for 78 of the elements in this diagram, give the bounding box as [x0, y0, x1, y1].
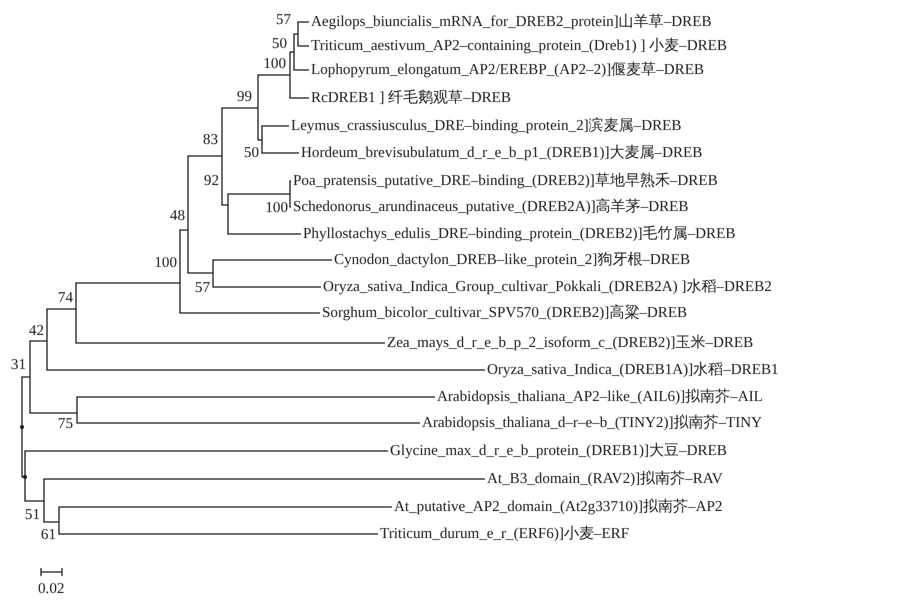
tree-branch — [58, 522, 378, 535]
taxon-label: Schedonorus_arundinaceus_putative_(DREB2A)]高羊茅–DREB — [293, 198, 688, 216]
taxon-label: At_B3_domain_(RAV2)]拟南芥–RAV — [487, 470, 723, 488]
tree-branch — [187, 155, 222, 230]
tree-branch — [29, 377, 77, 414]
taxon-label: Sorghum_bicolor_cultivar_SPV570_(DREB2)]高粱–DREB — [322, 304, 688, 322]
tree-branch — [297, 34, 309, 47]
tree-branch — [261, 140, 299, 154]
taxon-label: Zea_mays_d_r_e_b_p_2_isoform_c_(DREB2)]玉米–DREB — [387, 334, 754, 352]
tree-branch — [76, 396, 435, 413]
taxon-label: Cynodon_dactylon_DREB–like_protein_2]狗牙根–DREB — [334, 251, 690, 269]
bootstrap-value: 42 — [26, 322, 48, 342]
tree-branch — [76, 413, 420, 424]
bootstrap-value: 61 — [38, 521, 60, 544]
taxon-label: At_putative_AP2_domain_(At2g33710)]拟南芥–AP2 — [394, 498, 722, 516]
tree-branch — [297, 21, 309, 34]
taxon-label: Glycine_max_d_r_e_b_protein_(DREB1)]大豆–DREB — [390, 442, 727, 460]
tree-branch — [293, 33, 298, 52]
bootstrap-value: 99 — [234, 88, 259, 109]
tree-branch — [46, 308, 76, 341]
taxon-label: Aegilops_biuncialis_mRNA_for_DREB2_protein]山羊草–DREB — [311, 13, 712, 31]
bootstrap-value: 57 — [192, 272, 214, 297]
bootstrap-value: 50 — [269, 35, 295, 53]
tree-branch — [179, 283, 320, 314]
bootstrap-value: 57 — [273, 11, 299, 35]
bootstrap-value: 92 — [201, 172, 229, 206]
bootstrap-value: 100 — [151, 254, 181, 284]
taxon-label: Hordeum_brevisubulatum_d_r_e_b_p1_(DREB1)]大麦属–DREB — [301, 144, 702, 162]
tree-branch — [21, 427, 25, 478]
tree-branch — [24, 450, 388, 477]
bootstrap-value: 75 — [55, 412, 78, 433]
tree-branch — [257, 74, 290, 108]
tree-branch — [289, 51, 294, 75]
taxon-label: Poa_pratensis_putative_DRE–binding_(DREB2)]草地早熟禾–DREB — [293, 172, 718, 190]
tree-branch — [58, 506, 392, 522]
tree-branch — [289, 75, 309, 99]
taxon-label: Oryza_sativa_Indica_(DREB1A)]水稻–DREB1 — [487, 361, 779, 379]
tree-branch — [221, 107, 258, 156]
taxon-label: Arabidopsis_thaliana_AP2–like_(AIL6)]拟南芥–AIL — [437, 388, 763, 406]
bootstrap-value: 83 — [200, 131, 223, 157]
branch-point — [20, 425, 24, 429]
taxon-label: Phyllostachys_edulis_DRE–binding_protein_(DREB2)]毛竹属–DREB — [303, 225, 736, 243]
tree-branch — [212, 259, 332, 273]
tree-branch — [187, 230, 213, 274]
bootstrap-value: 100 — [262, 193, 291, 217]
tree-branch — [43, 501, 59, 523]
tree-branch — [227, 193, 290, 205]
tree-branch — [43, 478, 485, 501]
tree-branch — [46, 341, 485, 371]
tree-branch — [293, 52, 309, 71]
tree-branch — [24, 477, 44, 502]
tree-branch — [257, 108, 262, 141]
taxon-label: Lophopyrum_elongatum_AP2/EREBP_(AP2–2)]偃麦草–DREB — [311, 61, 704, 79]
bootstrap-value: 50 — [241, 139, 263, 162]
scale-label: 0.02 — [38, 580, 64, 598]
branch-point — [23, 475, 27, 479]
tree-branch — [261, 125, 289, 140]
bootstrap-value: 48 — [167, 207, 189, 231]
bootstrap-value: 100 — [260, 55, 291, 76]
bootstrap-value: 74 — [55, 289, 77, 310]
tree-branch — [221, 156, 228, 206]
tree-branch — [227, 205, 301, 235]
tree-branch — [289, 194, 292, 208]
tree-branch — [29, 340, 47, 377]
taxon-label: Leymus_crassiusculus_DRE–binding_protein_2]滨麦属–DREB — [291, 117, 682, 135]
tree-branch — [179, 229, 188, 283]
taxon-label: Triticum_durum_e_r_(ERF6)]小麦–ERF — [380, 525, 630, 543]
tree-branch — [75, 309, 385, 344]
taxon-label: Arabidopsis_thaliana_d–r–e–b_(TINY2)]拟南芥–TINY — [422, 414, 762, 432]
tree-branch — [21, 376, 30, 427]
taxon-label: Oryza_sativa_Indica_Group_cultivar_Pokkali_(DREB2A) ]水稻–DREB2 — [323, 278, 772, 296]
taxon-label: Triticum_aestivum_AP2–containing_protein_(Dreb1) ] 小麦–DREB — [311, 37, 727, 55]
taxon-label: RcDREB1 ] 纤毛鹅观草–DREB — [311, 89, 511, 107]
tree-branch — [75, 282, 180, 309]
tree-branch — [212, 273, 321, 288]
bootstrap-value: 51 — [22, 500, 45, 524]
bootstrap-value: 31 — [8, 356, 31, 378]
tree-branch — [289, 180, 292, 194]
